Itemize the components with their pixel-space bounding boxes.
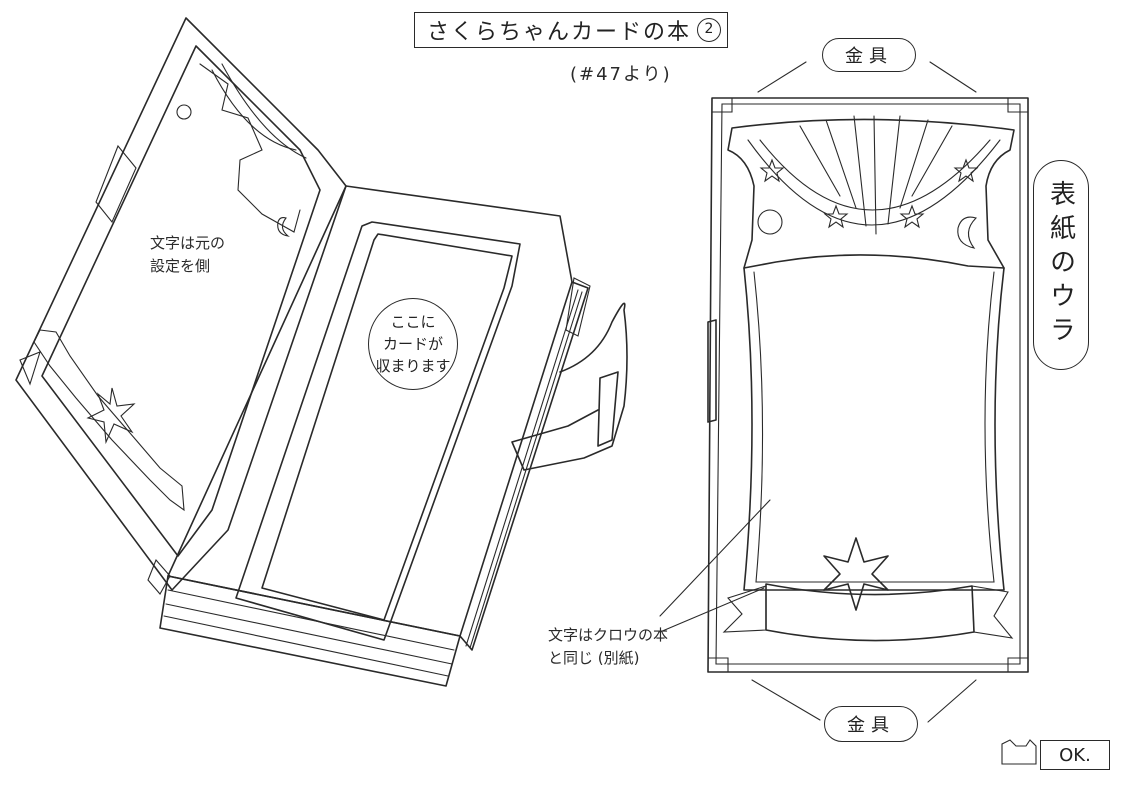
cover-ornament-top [199, 63, 301, 233]
bottom-banner-left-tail [722, 585, 767, 633]
inner-panel-2 [753, 271, 995, 583]
title-number: 2 [697, 18, 722, 42]
fitting-label-bottom: 金具 [824, 706, 918, 742]
corner-fitting [1007, 657, 1029, 673]
leader-fitting-bottom-left [751, 679, 821, 721]
book-body-top [167, 185, 573, 637]
front-cover-outer [15, 17, 347, 591]
inner-panel [743, 267, 1005, 591]
left-hinge [707, 319, 717, 423]
star-icon [953, 158, 979, 183]
sun-icon [176, 104, 192, 120]
cover-back-outer [707, 97, 1029, 673]
bottom-note: 文字はクロウの本 と同じ (別紙) [548, 626, 669, 667]
leader-fitting-top-right [929, 61, 977, 93]
book-pages-front [159, 575, 461, 687]
star-icon [759, 158, 785, 183]
book-pages-side [459, 281, 589, 651]
top-arch [727, 118, 1015, 269]
leader-bottom-note [659, 499, 771, 617]
sun-rays [799, 115, 953, 235]
cover-back-edge [715, 103, 1021, 665]
corner-fitting [711, 97, 733, 113]
corner-fitting [1007, 97, 1029, 113]
cover-ornament-arc-2 [221, 63, 307, 159]
bottom-banner [765, 583, 975, 642]
corner-fitting [707, 657, 729, 673]
book-pocket-inner [261, 233, 513, 621]
cover-back-label-text: 表紙のウラ [1045, 180, 1076, 350]
clasp-hinge [565, 277, 591, 337]
clasp-strap [511, 302, 628, 471]
title-box: さくらちゃんカードの本 2 [414, 12, 728, 48]
sun-icon [757, 209, 783, 235]
book-pocket-outer [235, 221, 521, 641]
cover-back-view [707, 97, 1029, 673]
clasp-plate [597, 371, 619, 447]
cat-icon [1001, 739, 1037, 765]
cover-banner [33, 329, 185, 512]
cover-hinge-top [95, 144, 137, 224]
left-note: 文字は元の 設定を側 [150, 234, 226, 275]
moon-icon [957, 216, 978, 249]
pocket-note-bubble: ここに カードが 収まります [368, 298, 458, 390]
approval-stamp: OK. [1040, 740, 1110, 770]
star-icon [899, 204, 925, 229]
leader-fitting-top-left [757, 61, 807, 93]
cover-ornament-arc [211, 69, 297, 151]
reference-note: (#47より) [570, 64, 672, 85]
front-cover-inner [41, 45, 321, 557]
star-icon [823, 204, 849, 229]
cover-back-label: 表紙のウラ [1033, 160, 1089, 370]
open-book [15, 17, 628, 687]
leader-bottom-note-2 [659, 587, 765, 633]
book-pages-lines [163, 589, 455, 677]
approval-text: OK. [1059, 744, 1091, 766]
pocket-note-text: ここに カードが 収まります [375, 313, 451, 375]
cover-hinge-bottom [147, 558, 171, 595]
star-icon [86, 387, 136, 445]
star-icon [823, 537, 889, 611]
bottom-banner-right-tail [971, 585, 1014, 639]
cover-banner-tail [19, 351, 41, 386]
leader-fitting-bottom-right [927, 679, 977, 723]
top-arch-inner-curve [747, 139, 1001, 226]
title-text: さくらちゃんカードの本 [427, 20, 692, 45]
fitting-label-top: 金具 [822, 38, 916, 72]
moon-icon [277, 216, 290, 237]
